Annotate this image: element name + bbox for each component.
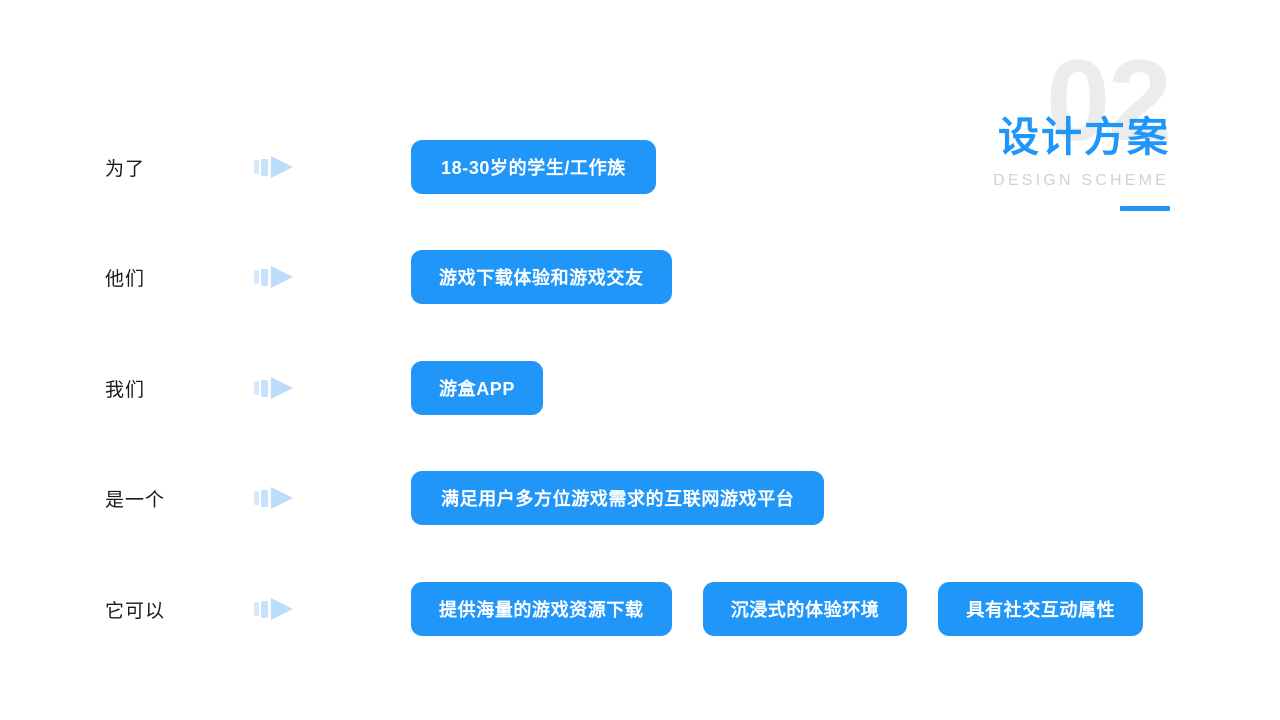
content-row: 为了 18-30岁的学生/工作族 — [0, 139, 1280, 195]
arrow-right-icon — [254, 598, 300, 620]
row-label: 它可以 — [105, 600, 166, 622]
arrow-bar-small-icon — [254, 381, 259, 395]
content-pill[interactable]: 游盒APP — [411, 361, 544, 415]
arrow-triangle-icon — [271, 598, 293, 620]
content-row: 我们 游盒APP — [0, 360, 1280, 416]
arrow-bar-medium-icon — [261, 158, 268, 176]
arrow-triangle-icon — [271, 377, 293, 399]
arrow-bar-medium-icon — [261, 600, 268, 618]
title-underline-rule — [1120, 206, 1170, 211]
arrow-bar-small-icon — [254, 160, 259, 174]
section-number-watermark: 02 — [1046, 37, 1172, 165]
content-pill[interactable]: 游戏下载体验和游戏交友 — [411, 250, 672, 304]
arrow-bar-small-icon — [254, 491, 259, 505]
page-subtitle: DESIGN SCHEME — [993, 172, 1169, 189]
arrow-triangle-icon — [271, 266, 293, 288]
arrow-bar-small-icon — [254, 270, 259, 284]
arrow-right-icon — [254, 156, 300, 178]
row-pill-group: 18-30岁的学生/工作族 — [411, 140, 656, 194]
row-pill-group: 游盒APP — [411, 361, 544, 415]
content-row: 它可以 提供海量的游戏资源下载沉浸式的体验环境具有社交互动属性 — [0, 581, 1280, 637]
content-pill[interactable]: 沉浸式的体验环境 — [702, 582, 908, 636]
header-block: 02 设计方案 DESIGN SCHEME — [910, 44, 1172, 227]
arrow-bar-small-icon — [254, 602, 259, 616]
arrow-right-icon — [254, 487, 300, 509]
row-pill-group: 提供海量的游戏资源下载沉浸式的体验环境具有社交互动属性 — [411, 582, 1144, 636]
content-pill[interactable]: 18-30岁的学生/工作族 — [411, 140, 656, 194]
row-label: 我们 — [105, 379, 146, 401]
arrow-bar-medium-icon — [261, 379, 268, 397]
content-pill[interactable]: 提供海量的游戏资源下载 — [411, 582, 672, 636]
content-row: 是一个 满足用户多方位游戏需求的互联网游戏平台 — [0, 470, 1280, 526]
row-label: 是一个 — [105, 489, 166, 511]
content-pill[interactable]: 满足用户多方位游戏需求的互联网游戏平台 — [411, 471, 825, 525]
row-pill-group: 满足用户多方位游戏需求的互联网游戏平台 — [411, 471, 825, 525]
arrow-bar-medium-icon — [261, 268, 268, 286]
row-label: 为了 — [105, 158, 146, 180]
page-title: 设计方案 — [998, 114, 1170, 160]
arrow-bar-medium-icon — [261, 489, 268, 507]
arrow-triangle-icon — [271, 156, 293, 178]
content-pill[interactable]: 具有社交互动属性 — [938, 582, 1144, 636]
row-label: 他们 — [105, 268, 146, 290]
row-pill-group: 游戏下载体验和游戏交友 — [411, 250, 672, 304]
arrow-right-icon — [254, 266, 300, 288]
content-row: 他们 游戏下载体验和游戏交友 — [0, 249, 1280, 305]
arrow-triangle-icon — [271, 487, 293, 509]
arrow-right-icon — [254, 377, 300, 399]
